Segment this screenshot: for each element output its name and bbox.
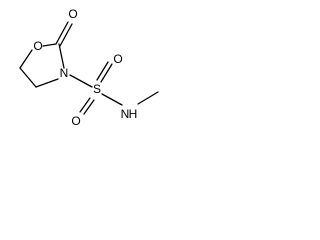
bond-c4-to-ring-n	[35, 78, 59, 88]
bond-c5-to-c4	[19, 67, 37, 88]
sulfonyl-oxygen-bottom-label: O	[71, 114, 80, 128]
bond-carbonyl-c-o-2	[59, 23, 73, 47]
bond-carbonyl-c-o-1	[55, 21, 69, 45]
amide-nitrogen-label: N	[121, 107, 130, 121]
bond-sulfur-to-amide-n	[101, 93, 123, 106]
sulfur-label: S	[93, 82, 101, 96]
bond-s-o-bottom-1	[79, 97, 91, 113]
ring-nitrogen-label: N	[60, 66, 69, 80]
bond-amide-n-to-methyl	[137, 91, 159, 105]
bond-s-o-top-2	[96, 61, 109, 81]
chemical-structure-diagram: O O N S O O N H	[19, 7, 159, 128]
bond-ring-n-to-c2	[58, 43, 65, 69]
bond-s-o-top-1	[100, 63, 113, 83]
ring-oxygen-label: O	[33, 39, 42, 53]
bond-s-o-bottom-2	[83, 99, 95, 115]
carbonyl-oxygen-label: O	[68, 7, 77, 21]
bond-ring-o-to-c2	[42, 43, 57, 47]
bond-ring-o-to-c5	[19, 49, 33, 69]
amide-hydrogen-label: H	[129, 107, 138, 121]
sulfonyl-oxygen-top-label: O	[113, 52, 122, 66]
bond-ring-n-to-sulfur	[69, 74, 93, 88]
